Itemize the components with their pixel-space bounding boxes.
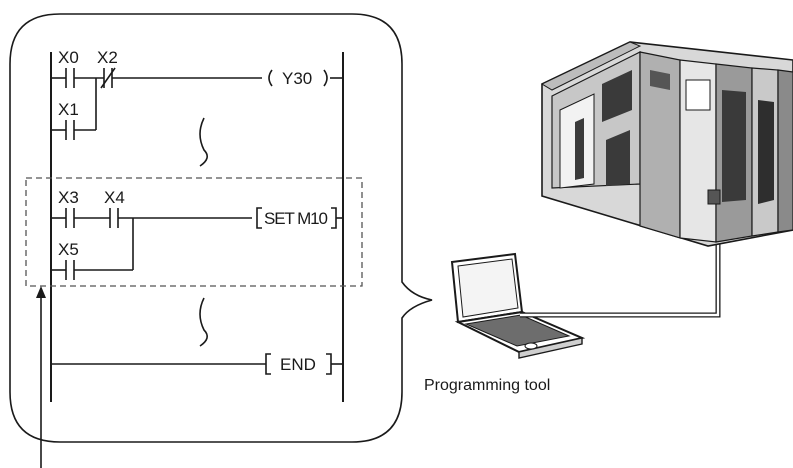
contact-label-x4: X4	[104, 188, 125, 207]
callout-bubble	[9, 13, 433, 443]
pointer-arrow	[36, 286, 46, 468]
contact-label-x3: X3	[58, 188, 79, 207]
contact-label-x5: X5	[58, 240, 79, 259]
end-rung	[51, 353, 343, 375]
highlight-dashed-box	[25, 177, 363, 287]
omission-mark-1	[199, 117, 208, 167]
end-instruction-label: END	[280, 355, 316, 374]
contact-label-x2: X2	[97, 48, 118, 67]
programming-tool-caption: Programming tool	[424, 377, 550, 394]
contact-label-x1: X1	[58, 100, 79, 119]
rung-1	[51, 67, 343, 140]
plc-unit-icon	[540, 41, 793, 247]
coil-label-y30: Y30	[282, 69, 312, 88]
laptop-icon	[450, 252, 586, 359]
contact-label-x0: X0	[58, 48, 79, 67]
rung-2	[51, 207, 343, 280]
omission-mark-2	[199, 297, 208, 347]
instruction-set-m10: SET M10	[264, 209, 328, 228]
